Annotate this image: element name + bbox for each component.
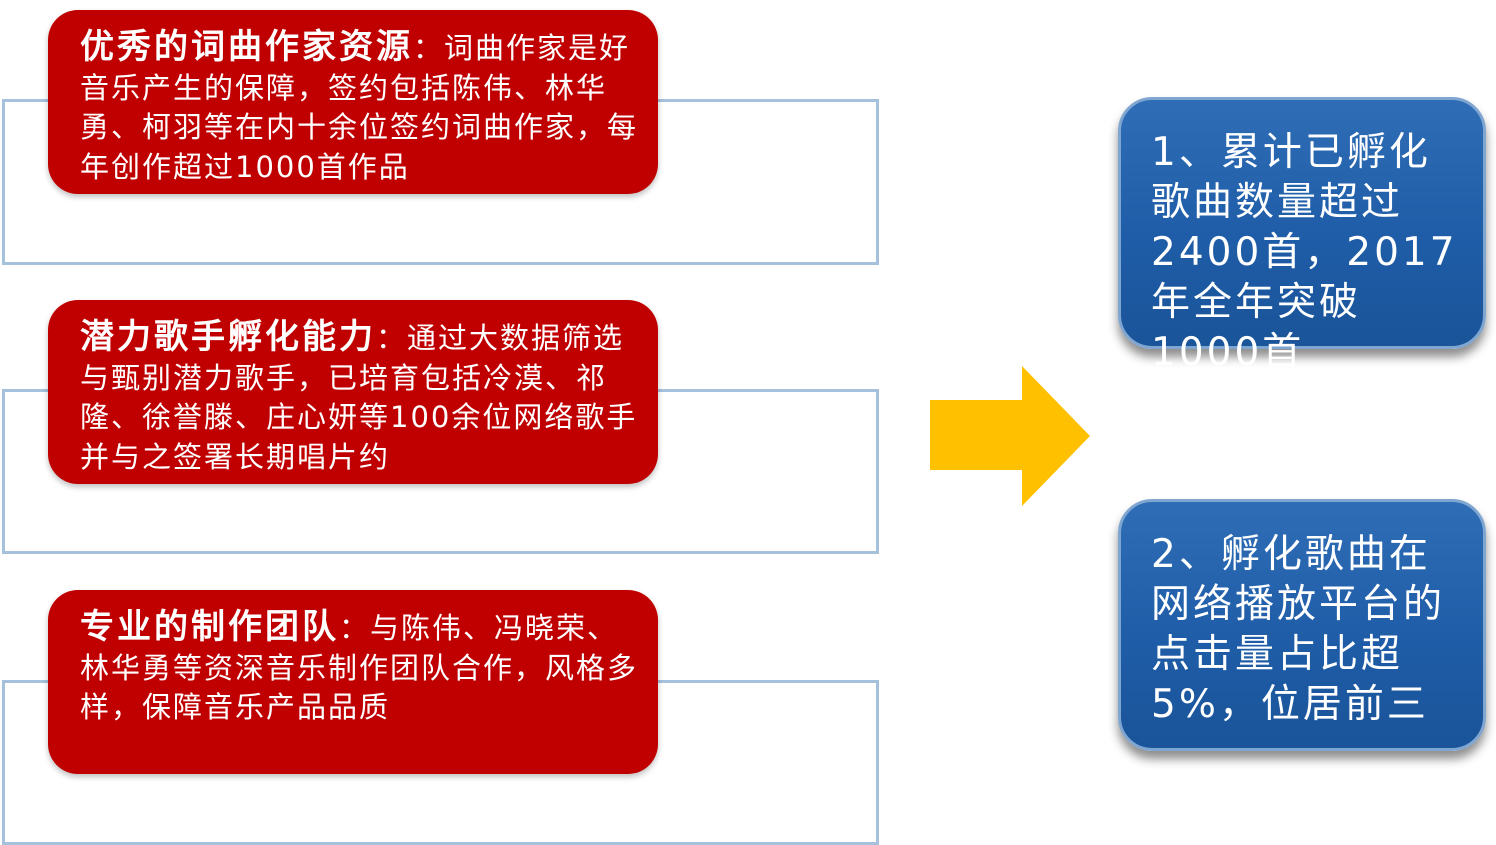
strength-title: 潜力歌手孵化能力: [80, 317, 376, 357]
result-card-1: 1、累计已孵化歌曲数量超过2400首，2017年全年突破1000首: [1118, 97, 1486, 375]
strength-title: 优秀的词曲作家资源: [80, 27, 413, 67]
strength-body: ：词曲作家是好音乐产生的保障，签约包括陈伟、林华勇、柯羽等在内十余位签约词曲作家…: [80, 31, 639, 184]
strength-body: ：通过大数据筛选与甄别潜力歌手，已培育包括冷漠、祁隆、徐誉滕、庄心妍等100余位…: [80, 321, 638, 474]
strength-card-production-team: 专业的制作团队：与陈伟、冯晓荣、林华勇等资深音乐制作团队合作，风格多样，保障音乐…: [48, 590, 658, 774]
result-text: 1、累计已孵化歌曲数量超过2400首，2017年全年突破1000首: [1151, 130, 1458, 375]
strength-card-singer-incubation: 潜力歌手孵化能力：通过大数据筛选与甄别潜力歌手，已培育包括冷漠、祁隆、徐誉滕、庄…: [48, 300, 658, 484]
strength-card-songwriters: 优秀的词曲作家资源：词曲作家是好音乐产生的保障，签约包括陈伟、林华勇、柯羽等在内…: [48, 10, 658, 194]
result-text: 2、孵化歌曲在网络播放平台的点击量占比超5%，位居前三: [1151, 532, 1446, 727]
strength-title: 专业的制作团队: [80, 607, 339, 647]
strength-body: ：与陈伟、冯晓荣、林华勇等资深音乐制作团队合作，风格多样，保障音乐产品品质: [80, 611, 639, 724]
right-arrow-icon: [930, 366, 1090, 506]
arrow-shape: [930, 366, 1090, 506]
result-card-2: 2、孵化歌曲在网络播放平台的点击量占比超5%，位居前三: [1118, 499, 1486, 751]
